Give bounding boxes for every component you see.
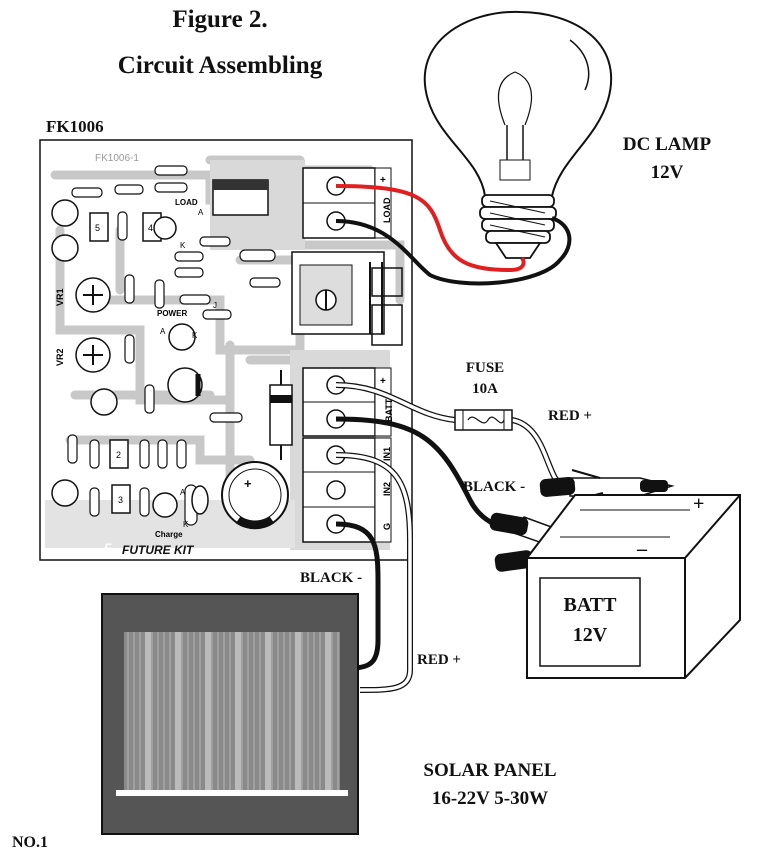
power-pin-k: K	[192, 331, 198, 340]
led-power-label: POWER	[157, 309, 187, 318]
wire-panel-black	[335, 521, 381, 671]
svg-text:F: F	[104, 541, 112, 555]
terminal-label-in2: IN2	[382, 482, 392, 496]
solar-panel	[101, 593, 359, 835]
load-pin-a: A	[198, 208, 204, 217]
fuse-label-line2: 10A	[472, 381, 498, 397]
fuse-label-line1: FUSE	[465, 360, 505, 376]
page-number: NO.1	[12, 834, 48, 851]
led-load-label: LOAD	[175, 198, 198, 207]
battery-plus-sign: +	[693, 493, 705, 515]
wire-red-panel-label: RED +	[417, 652, 461, 668]
led-charge-label: Charge	[155, 530, 183, 539]
wire-lamp-black	[335, 216, 572, 286]
terminal-label-batt: BATT	[384, 398, 394, 422]
clip-red	[539, 469, 675, 501]
solar-panel-label-line1: SOLAR PANEL	[423, 760, 557, 781]
fuse	[454, 409, 513, 431]
power-pin-a: A	[160, 327, 166, 336]
lamp-label-line2: 12V	[650, 162, 684, 183]
wire-black-panel-label: BLACK -	[300, 570, 363, 586]
terminal-block-load	[302, 167, 392, 239]
figure-title: Figure 2.	[172, 6, 268, 33]
figure-subtitle: Circuit Assembling	[117, 52, 323, 79]
vr2-label: VR2	[55, 348, 65, 366]
battery-label-line2: 12V	[572, 624, 608, 646]
terminal-label-in1: IN1	[382, 447, 392, 461]
battery	[526, 494, 741, 679]
solar-panel-label-line2: 16-22V 5-30W	[431, 788, 549, 809]
svg-text:+: +	[244, 476, 252, 491]
terminal-label-load: LOAD	[382, 197, 392, 223]
wire-lamp-red	[335, 184, 526, 273]
terminal-block-batt	[302, 367, 392, 437]
wire-red-batt-label: RED +	[548, 408, 592, 424]
battery-label-line1: BATT	[563, 594, 617, 616]
vr1-label: VR1	[55, 288, 65, 306]
pcb-board: FK1006-1 +	[39, 139, 413, 561]
charge-pin-k: K	[183, 520, 189, 529]
charge-pin-a: A	[180, 488, 186, 497]
future-kit-logo: F FUTURE KIT	[104, 541, 195, 557]
wire-black-batt-label: BLACK -	[463, 479, 526, 495]
jumper-label: J	[213, 301, 217, 310]
lamp-label-line1: DC LAMP	[622, 134, 712, 155]
svg-text:FK1006-1: FK1006-1	[95, 153, 139, 164]
brand-text: FUTURE KIT	[122, 543, 195, 557]
load-pin-k: K	[180, 241, 186, 250]
ic-label-2: 2	[116, 450, 121, 460]
ic-label-3: 3	[118, 495, 123, 505]
dc-lamp	[423, 10, 613, 259]
terminal-label-batt-plus: +	[380, 376, 386, 387]
board-model-label: FK1006	[46, 117, 104, 136]
ic-label-5: 5	[95, 223, 100, 233]
terminal-label-g: G	[382, 523, 392, 530]
battery-minus-sign: –	[637, 538, 647, 560]
ic-label-4: 4	[148, 223, 153, 233]
terminal-label-load-plus: +	[380, 175, 386, 186]
